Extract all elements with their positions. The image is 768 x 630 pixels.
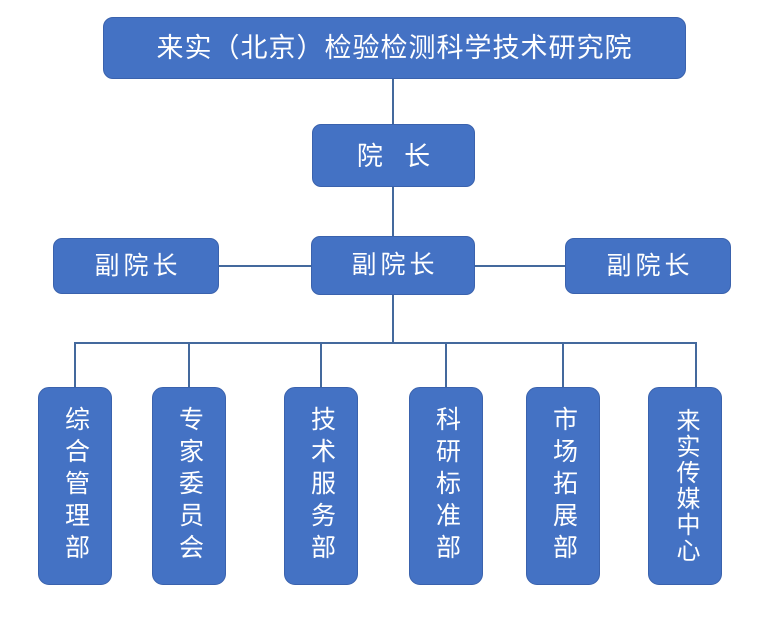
- node-department-expert-committee[interactable]: 专家委员会: [152, 387, 226, 585]
- node-department-research-standards[interactable]: 科研标准部: [409, 387, 483, 585]
- connector-vice-center-to-vice-left: [219, 265, 311, 267]
- node-department-technical-service[interactable]: 技术服务部: [284, 387, 358, 585]
- connector-drop-dept-1: [74, 342, 76, 388]
- node-department-general-management[interactable]: 综合管理部: [38, 387, 112, 585]
- node-director[interactable]: 院 长: [312, 124, 475, 187]
- node-department-laishi-media-center[interactable]: 来实传媒中心: [648, 387, 722, 585]
- node-vice-director-center[interactable]: 副院长: [311, 236, 475, 295]
- connector-drop-dept-4: [445, 342, 447, 388]
- connector-department-bus: [74, 342, 697, 344]
- connector-drop-dept-3: [320, 342, 322, 388]
- node-vice-director-right[interactable]: 副院长: [565, 238, 731, 294]
- connector-vice-center-to-dept-bus: [392, 295, 394, 343]
- node-vice-director-left[interactable]: 副院长: [53, 238, 219, 294]
- node-institute-root[interactable]: 来实（北京）检验检测科学技术研究院: [103, 17, 686, 79]
- connector-root-to-director: [392, 79, 394, 124]
- connector-drop-dept-5: [562, 342, 564, 388]
- connector-drop-dept-6: [695, 342, 697, 388]
- node-department-market-development[interactable]: 市场拓展部: [526, 387, 600, 585]
- connector-director-to-vice-center: [392, 187, 394, 236]
- connector-drop-dept-2: [188, 342, 190, 388]
- connector-vice-center-to-vice-right: [475, 265, 565, 267]
